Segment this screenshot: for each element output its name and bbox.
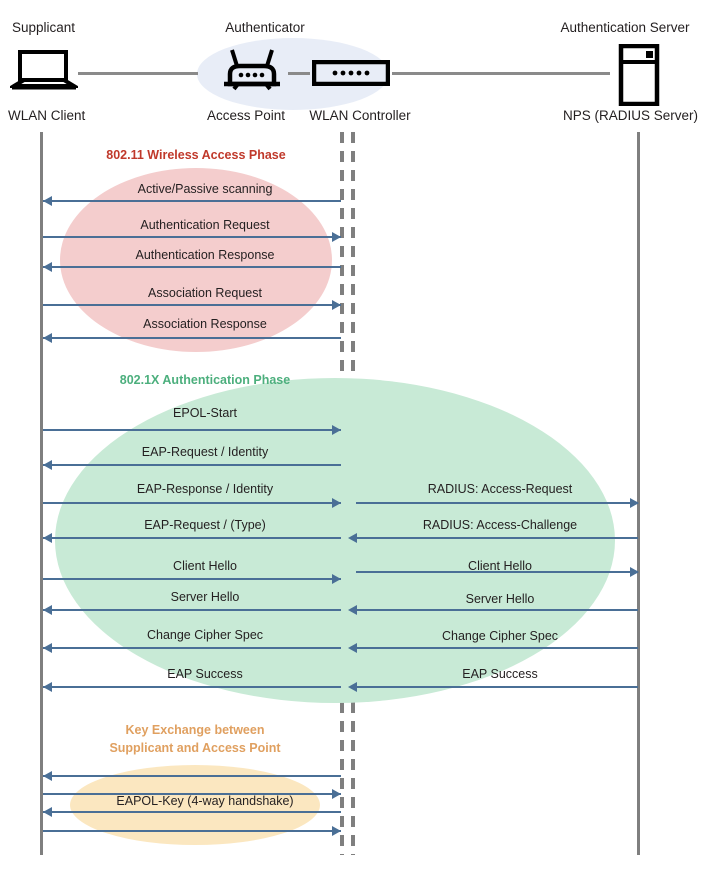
arrow-head-left-6 bbox=[43, 460, 52, 470]
message-line-left-6 bbox=[43, 464, 341, 466]
actor-device-access-point: Access Point bbox=[206, 108, 286, 123]
arrow-head-left-15 bbox=[43, 807, 52, 817]
message-line-right-0 bbox=[356, 502, 638, 504]
message-line-left-16 bbox=[43, 830, 341, 832]
arrow-head-left-4 bbox=[43, 333, 52, 343]
message-line-left-7 bbox=[43, 502, 341, 504]
message-line-left-3 bbox=[43, 304, 341, 306]
arrow-head-left-0 bbox=[43, 196, 52, 206]
message-label-right-1: RADIUS: Access-Challenge bbox=[422, 518, 578, 532]
actor-device-nps-radius-server: NPS (RADIUS Server) bbox=[562, 108, 699, 123]
phase-caption-dot1x: 802.1X Authentication Phase bbox=[119, 373, 291, 387]
arrow-head-right-4 bbox=[348, 643, 357, 653]
arrow-head-right-2 bbox=[630, 567, 639, 577]
message-line-left-10 bbox=[43, 609, 341, 611]
arrow-head-left-10 bbox=[43, 605, 52, 615]
message-line-right-4 bbox=[356, 647, 638, 649]
message-line-right-2 bbox=[356, 571, 638, 573]
phase-highlight-key-exchange bbox=[70, 765, 320, 845]
arrow-head-left-7 bbox=[332, 498, 341, 508]
phase-caption-key-exchange-line1: Key Exchange between bbox=[125, 723, 265, 737]
message-label-left-3: Association Request bbox=[148, 286, 262, 300]
message-line-left-2 bbox=[43, 266, 341, 268]
arrow-head-right-5 bbox=[348, 682, 357, 692]
actor-role-supplicant: Supplicant bbox=[12, 20, 76, 35]
message-line-left-12 bbox=[43, 686, 341, 688]
wire-controller-to-server bbox=[392, 72, 610, 75]
message-label-right-2: Client Hello bbox=[468, 559, 532, 573]
arrow-head-left-11 bbox=[43, 643, 52, 653]
message-label-right-5: EAP Success bbox=[462, 667, 538, 681]
message-line-left-5 bbox=[43, 429, 341, 431]
actor-device-wlan-controller: WLAN Controller bbox=[309, 108, 411, 123]
message-line-left-4 bbox=[43, 337, 341, 339]
message-label-left-0: Active/Passive scanning bbox=[137, 182, 273, 196]
actor-device-wlan-client: WLAN Client bbox=[8, 108, 86, 123]
message-line-right-5 bbox=[356, 686, 638, 688]
message-label-left-6: EAP-Request / Identity bbox=[141, 445, 269, 459]
message-label-left-4: Association Response bbox=[143, 317, 267, 331]
message-line-right-3 bbox=[356, 609, 638, 611]
arrow-head-right-0 bbox=[630, 498, 639, 508]
message-line-left-9 bbox=[43, 578, 341, 580]
message-line-left-11 bbox=[43, 647, 341, 649]
arrow-head-left-13 bbox=[43, 771, 52, 781]
lifeline-supplicant bbox=[40, 132, 43, 855]
arrow-head-left-12 bbox=[43, 682, 52, 692]
laptop-icon bbox=[6, 50, 82, 97]
message-line-left-14 bbox=[43, 793, 341, 795]
lifeline-authentication-server bbox=[637, 132, 640, 855]
message-label-left-2: Authentication Response bbox=[135, 248, 275, 262]
arrow-head-left-14 bbox=[332, 789, 341, 799]
arrow-head-right-1 bbox=[348, 533, 357, 543]
message-line-left-8 bbox=[43, 537, 341, 539]
message-label-left-5: EPOL-Start bbox=[173, 406, 237, 420]
message-label-left-1: Authentication Request bbox=[140, 218, 270, 232]
arrow-head-left-3 bbox=[332, 300, 341, 310]
arrow-head-left-5 bbox=[332, 425, 341, 435]
message-label-left-15: EAPOL-Key (4-way handshake) bbox=[116, 794, 294, 808]
message-label-right-0: RADIUS: Access-Request bbox=[427, 482, 573, 496]
server-rack-icon bbox=[618, 43, 660, 111]
wire-ap-to-controller bbox=[288, 72, 310, 75]
arrow-head-left-2 bbox=[43, 262, 52, 272]
message-label-left-10: Server Hello bbox=[170, 590, 240, 604]
arrow-head-left-1 bbox=[332, 232, 341, 242]
wire-client-to-ap bbox=[78, 72, 198, 75]
arrow-head-left-8 bbox=[43, 533, 52, 543]
arrow-head-left-9 bbox=[332, 574, 341, 584]
actor-role-authentication-server: Authentication Server bbox=[560, 20, 690, 35]
phase-caption-key-exchange-line2: Supplicant and Access Point bbox=[109, 741, 281, 755]
message-label-left-9: Client Hello bbox=[173, 559, 237, 573]
message-label-right-4: Change Cipher Spec bbox=[441, 629, 559, 643]
message-label-left-7: EAP-Response / Identity bbox=[136, 482, 274, 496]
message-line-left-13 bbox=[43, 775, 341, 777]
arrow-head-right-3 bbox=[348, 605, 357, 615]
message-line-left-15 bbox=[43, 811, 341, 813]
message-label-left-11: Change Cipher Spec bbox=[146, 628, 264, 642]
message-line-left-1 bbox=[43, 236, 341, 238]
wireless-router-icon bbox=[216, 46, 288, 99]
actor-role-authenticator: Authenticator bbox=[225, 20, 305, 35]
message-label-left-12: EAP Success bbox=[167, 667, 243, 681]
message-label-left-8: EAP-Request / (Type) bbox=[144, 518, 266, 532]
arrow-head-left-16 bbox=[332, 826, 341, 836]
message-line-right-1 bbox=[356, 537, 638, 539]
network-switch-icon bbox=[311, 59, 391, 91]
message-label-right-3: Server Hello bbox=[465, 592, 535, 606]
phase-highlight-wireless bbox=[60, 168, 332, 352]
phase-caption-wireless: 802.11 Wireless Access Phase bbox=[106, 148, 286, 162]
phase-caption-key-exchange: Key Exchange between Supplicant and Acce… bbox=[65, 721, 325, 757]
message-line-left-0 bbox=[43, 200, 341, 202]
